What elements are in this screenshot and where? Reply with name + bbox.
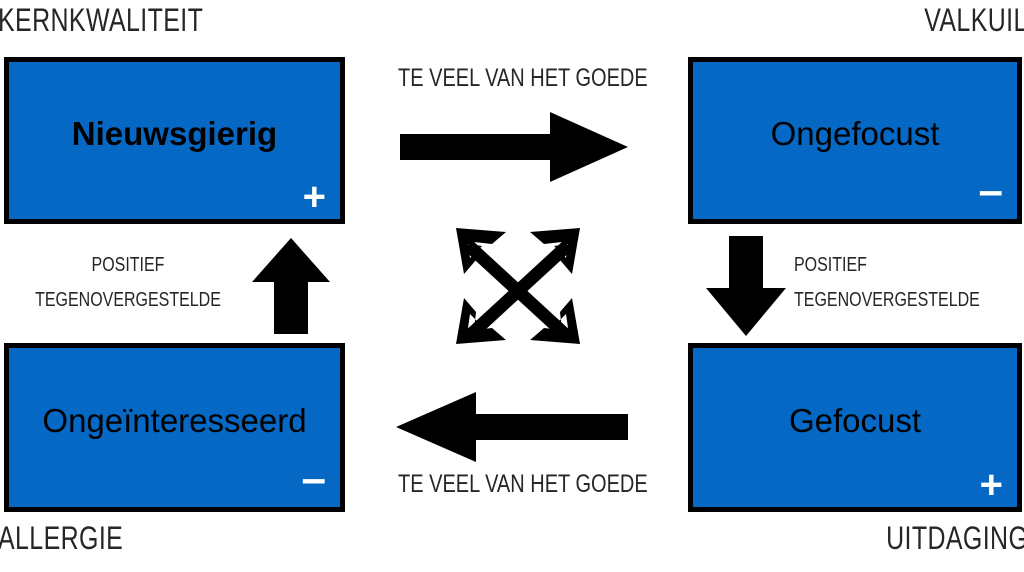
flow-label-right: POSITIEF TEGENOVERGESTELDE [794, 248, 1024, 318]
arrow-down-icon [706, 236, 786, 336]
flow-label-left-line1: POSITIEF [91, 254, 165, 276]
minus-sign-badge-allergy: – [301, 454, 326, 503]
flow-label-bottom: TE VEEL VAN HET GOEDE [398, 470, 648, 498]
quadrant-box-allergy[interactable]: Ongeïnteresseerd – [4, 343, 345, 512]
flow-label-top: TE VEEL VAN HET GOEDE [398, 64, 648, 92]
four-way-diagonal-arrows-icon [448, 224, 588, 348]
flow-label-left: POSITIEF TEGENOVERGESTELDE [8, 248, 248, 318]
plus-sign-badge-core-quality: + [302, 175, 326, 219]
minus-sign-badge-pitfall: – [978, 166, 1003, 215]
quadrant-box-challenge[interactable]: Gefocust + [688, 343, 1022, 512]
corner-label-allergie: ALLERGIE [0, 520, 124, 556]
arrow-right-icon [400, 112, 628, 182]
flow-label-left-line2: TEGENOVERGESTELDE [35, 289, 221, 311]
flow-label-right-line2: TEGENOVERGESTELDE [794, 289, 980, 311]
corner-label-uitdaging: UITDAGING [885, 520, 1024, 556]
corner-label-kernkwaliteit: KERNKWALITEIT [0, 2, 204, 38]
quadrant-box-pitfall[interactable]: Ongefocust – [688, 57, 1022, 224]
flow-label-right-line1: POSITIEF [794, 254, 867, 276]
arrow-up-icon [252, 238, 330, 334]
corner-label-valkuil: VALKUIL [924, 2, 1024, 38]
quadrant-label-allergy: Ongeïnteresseerd [42, 402, 307, 439]
quadrant-label-pitfall: Ongefocust [770, 115, 940, 152]
plus-sign-badge-challenge: + [979, 463, 1003, 507]
arrow-left-icon [396, 392, 628, 462]
quadrant-label-challenge: Gefocust [788, 402, 922, 439]
quadrant-box-core-quality[interactable]: Nieuwsgierig + [4, 57, 345, 224]
quadrant-label-core-quality: Nieuwsgierig [71, 115, 278, 152]
